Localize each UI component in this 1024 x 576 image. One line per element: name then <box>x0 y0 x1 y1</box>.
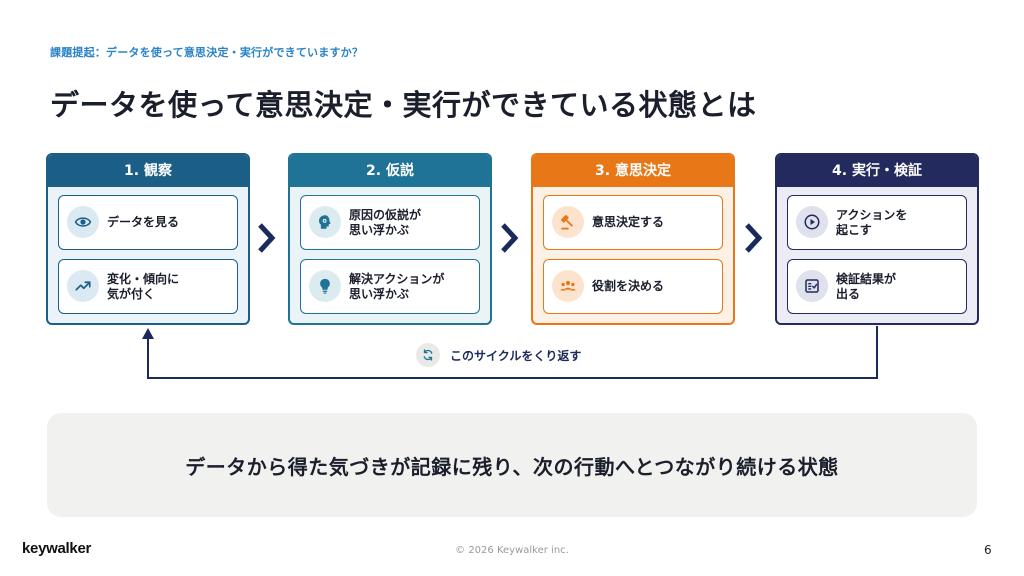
step-execute-item-results: 検証結果が 出る <box>787 259 967 314</box>
step-observe-item-notice-change: 変化・傾向に 気が付く <box>58 259 238 314</box>
checklist-icon <box>796 270 828 302</box>
summary-text: データから得た気づきが記録に残り、次の行動へとつながり続ける状態 <box>185 454 839 479</box>
step-hypothesis-item-solution: 解決アクションが 思い浮かぶ <box>300 259 480 314</box>
item-label: アクションを 起こす <box>836 207 908 237</box>
page-number: 6 <box>984 543 992 557</box>
step-observe-item-view-data: データを見る <box>58 195 238 250</box>
play-icon <box>796 206 828 238</box>
step-decision-item-decide: 意思決定する <box>543 195 723 250</box>
step-decision: 3. 意思決定 意思決定する 役割を決める <box>531 153 735 325</box>
eye-icon <box>67 206 99 238</box>
chevron-right-icon <box>745 223 763 253</box>
item-label: 変化・傾向に 気が付く <box>107 271 180 301</box>
step-execute-title: 4. 実行・検証 <box>777 155 977 187</box>
gavel-icon <box>552 206 584 238</box>
item-label: 解決アクションが 思い浮かぶ <box>349 271 445 301</box>
chevron-right-icon <box>501 223 519 253</box>
step-hypothesis-title: 2. 仮説 <box>290 155 490 187</box>
step-decision-item-roles: 役割を決める <box>543 259 723 314</box>
item-label: 役割を決める <box>592 279 665 293</box>
step-observe: 1. 観察 データを見る 変化・傾向に 気が付く <box>46 153 250 325</box>
head-gear-icon <box>309 206 341 238</box>
lightbulb-icon <box>309 270 341 302</box>
summary-box: データから得た気づきが記録に残り、次の行動へとつながり続ける状態 <box>47 413 977 517</box>
cycle-caption: このサイクルをくり返す <box>410 341 588 369</box>
trend-up-icon <box>67 270 99 302</box>
step-decision-title: 3. 意思決定 <box>533 155 733 187</box>
copyright: © 2026 Keywalker inc. <box>455 545 569 556</box>
step-hypothesis-item-cause: 原因の仮説が 思い浮かぶ <box>300 195 480 250</box>
cycle-label: このサイクルをくり返す <box>450 348 582 363</box>
step-hypothesis: 2. 仮説 原因の仮説が 思い浮かぶ 解決アクションが 思い浮かぶ <box>288 153 492 325</box>
chevron-right-icon <box>258 223 276 253</box>
step-execute-item-action: アクションを 起こす <box>787 195 967 250</box>
section-label: 課題提起：データを使って意思決定・実行ができていますか？ <box>50 46 364 59</box>
team-icon <box>552 270 584 302</box>
item-label: データを見る <box>107 215 180 229</box>
step-observe-title: 1. 観察 <box>48 155 248 187</box>
page-title: データを使って意思決定・実行ができている状態とは <box>50 88 757 122</box>
step-execute: 4. 実行・検証 アクションを 起こす 検証結果が 出る <box>775 153 979 325</box>
item-label: 原因の仮説が 思い浮かぶ <box>349 207 422 237</box>
company-logo: keywalker <box>22 540 92 557</box>
item-label: 意思決定する <box>592 215 665 229</box>
item-label: 検証結果が 出る <box>836 271 897 301</box>
refresh-icon <box>416 343 440 367</box>
